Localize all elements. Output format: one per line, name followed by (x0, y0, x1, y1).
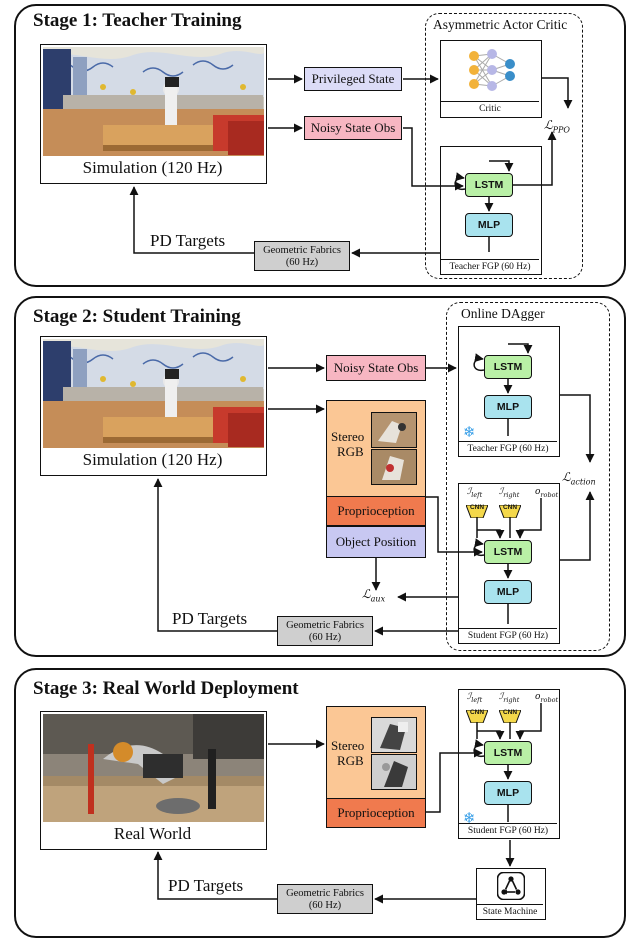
stereo-rgb-label-2a: Stereo (331, 429, 365, 444)
real-world-caption: Real World (113, 824, 192, 843)
pd-targets-label-2: PD Targets (172, 609, 248, 628)
simulation-frame-2: Simulation (120 Hz) (40, 336, 267, 476)
stereo-rgb-label-2b: RGB (337, 444, 364, 459)
online-dagger-group (446, 302, 610, 651)
mlp-block: MLP (465, 213, 513, 237)
i-right-label-2: ℐright (499, 487, 520, 499)
privileged-state-box: Privileged State (304, 67, 402, 91)
simulation-image (43, 47, 264, 156)
lstm-block: LSTM (465, 173, 513, 197)
teacher-mlp-block: MLP (484, 395, 532, 419)
stereo-image-left-3 (371, 717, 417, 753)
state-machine-icon (496, 871, 526, 904)
proprioception-box-3: Proprioception (326, 798, 426, 828)
teacher-policy-label-2: Teacher FGP (60 Hz) (459, 441, 557, 454)
loss-ppo: ℒPPO (544, 118, 570, 135)
state-machine-box: State Machine (476, 868, 546, 920)
i-left-label-2: ℐleft (467, 487, 483, 499)
o-robot-label-2: orobot (535, 487, 559, 499)
geometric-fabrics-box-2: Geometric Fabrics(60 Hz) (277, 616, 373, 646)
loss-aux: ℒaux (362, 587, 386, 604)
simulation-image-2 (43, 339, 264, 448)
student-lstm-block-2: LSTM (484, 540, 532, 564)
stage-1-title: Stage 1: Teacher Training (33, 10, 242, 31)
object-position-box: Object Position (326, 526, 426, 558)
state-machine-label: State Machine (477, 904, 543, 917)
geometric-fabrics-box-3: Geometric Fabrics(60 Hz) (277, 884, 373, 914)
proprioception-box-2: Proprioception (326, 496, 426, 526)
cnn-left-2: CNN (465, 503, 489, 519)
pd-targets-label: PD Targets (150, 231, 226, 250)
student-policy-label-2: Student FGP (60 Hz) (459, 628, 557, 641)
snowflake-icon: ❄ (463, 423, 476, 441)
noisy-state-obs-box-2: Noisy State Obs (326, 355, 426, 381)
stereo-image-left-2 (371, 412, 417, 448)
neural-network-icon (466, 46, 518, 98)
geometric-fabrics-line1-2: Geometric Fabrics (286, 620, 364, 631)
cnn-right-3: CNN (498, 708, 522, 724)
cnn-right-2: CNN (498, 503, 522, 519)
dagger-title: Online DAgger (461, 306, 545, 321)
critic-label: Critic (441, 101, 539, 114)
cnn-left-3: CNN (465, 708, 489, 724)
stage-2-title: Stage 2: Student Training (33, 306, 241, 327)
student-policy-label-3: Student FGP (60 Hz) (459, 823, 557, 836)
stereo-image-right-2 (371, 449, 417, 485)
student-mlp-block-2: MLP (484, 580, 532, 604)
geometric-fabrics-line2-3: (60 Hz) (308, 900, 342, 911)
geometric-fabrics-line2-2: (60 Hz) (308, 632, 342, 643)
real-world-frame: Real World (40, 711, 267, 850)
student-lstm-block-3: LSTM (484, 741, 532, 765)
geometric-fabrics-box: Geometric Fabrics(60 Hz) (254, 241, 350, 271)
pd-targets-label-3: PD Targets (168, 876, 244, 895)
simulation-caption-2: Simulation (120 Hz) (82, 450, 223, 469)
i-right-label-3: ℐright (499, 692, 520, 704)
teacher-policy-label: Teacher FGP (60 Hz) (441, 259, 539, 272)
snowflake-icon-3: ❄ (463, 809, 476, 827)
stereo-rgb-label-3a: Stereo (331, 738, 365, 753)
critic-box: Critic (440, 40, 542, 118)
student-mlp-block-3: MLP (484, 781, 532, 805)
geometric-fabrics-line2: (60 Hz) (285, 257, 319, 268)
geometric-fabrics-line1: Geometric Fabrics (263, 245, 341, 256)
i-left-label-3: ℐleft (467, 692, 483, 704)
loss-action: ℒaction (562, 470, 596, 487)
o-robot-label-3: orobot (535, 692, 559, 704)
stereo-image-right-3 (371, 754, 417, 790)
geometric-fabrics-line1-3: Geometric Fabrics (286, 888, 364, 899)
teacher-policy-box: Teacher FGP (60 Hz) (440, 146, 542, 275)
stage-3-title: Stage 3: Real World Deployment (33, 678, 299, 699)
teacher-lstm-block: LSTM (484, 355, 532, 379)
aac-title: Asymmetric Actor Critic (433, 17, 568, 32)
noisy-state-obs-box: Noisy State Obs (304, 116, 402, 140)
stereo-rgb-label-3b: RGB (337, 753, 364, 768)
simulation-caption: Simulation (120 Hz) (82, 158, 223, 177)
simulation-frame: Simulation (120 Hz) (40, 44, 267, 184)
real-world-image (43, 714, 264, 822)
